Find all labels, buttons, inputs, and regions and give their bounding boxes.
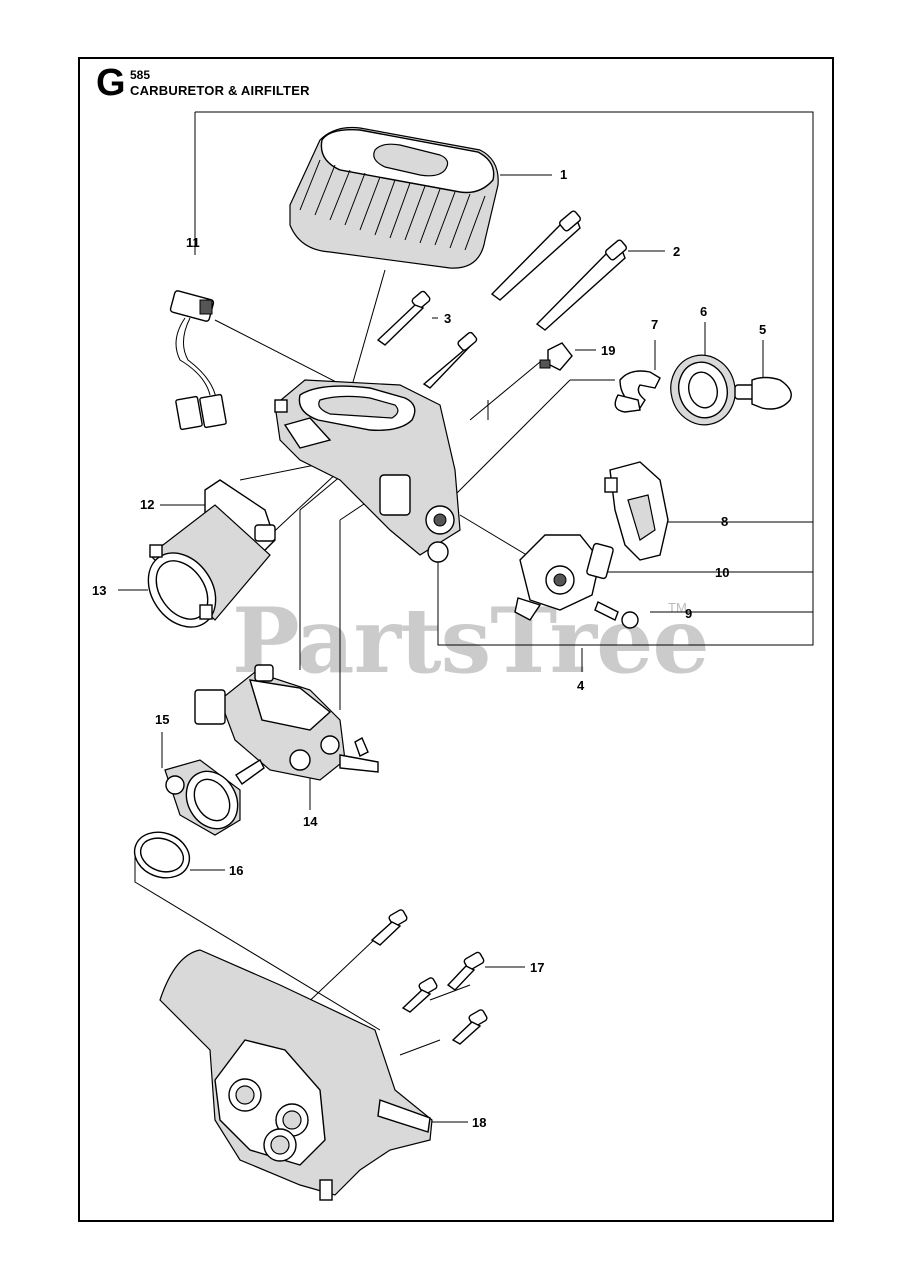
callout-6: 6 [700, 304, 708, 319]
diagram-frame [78, 57, 834, 1222]
part-carburetor [194, 664, 379, 781]
callout-4: 4 [577, 678, 585, 693]
part-intake-holder [274, 379, 461, 563]
callout-15: 15 [155, 712, 170, 727]
callout-7: 7 [651, 317, 659, 332]
callout-14: 14 [303, 814, 318, 829]
part-bowl-ring [670, 354, 736, 426]
callout-10: 10 [715, 565, 730, 580]
part-short-bolt [376, 290, 431, 346]
callout-5: 5 [759, 322, 767, 337]
section-letter: G [96, 62, 126, 104]
bracket-lines [194, 111, 814, 646]
part-screw [594, 601, 639, 629]
part-intake-hose [147, 504, 271, 628]
callout-16: 16 [229, 863, 244, 878]
callout-1: 1 [560, 167, 568, 182]
callout-17: 17 [530, 960, 545, 975]
callout-13: 13 [92, 583, 107, 598]
callout-2: 2 [673, 244, 681, 259]
callout-11: 11 [186, 235, 200, 250]
part-bolts-17 [370, 909, 488, 1045]
watermark: PartsTree [232, 588, 710, 694]
part-fitting [539, 342, 573, 371]
part-gasket [133, 831, 191, 879]
part-primer-bulb [734, 376, 792, 410]
callout-18: 18 [472, 1115, 487, 1130]
part-choke-plate [514, 534, 614, 621]
leader-lines [118, 174, 764, 1123]
part-hose [614, 370, 661, 413]
callout-12: 12 [140, 497, 155, 512]
part-sensor-cable [169, 290, 227, 431]
callout-19: 19 [601, 343, 616, 358]
part-lever-bracket [604, 461, 669, 561]
callout-9: 9 [685, 606, 693, 621]
part-base-housing [159, 949, 433, 1201]
part-air-filter [289, 126, 499, 269]
part-long-bolts [422, 210, 627, 389]
watermark-trademark: TM [668, 600, 687, 615]
diagram-title: CARBURETOR & AIRFILTER [130, 83, 310, 98]
callout-8: 8 [721, 514, 729, 529]
model-number: 585 [130, 68, 151, 82]
callout-3: 3 [444, 311, 452, 326]
part-throttle-body [164, 758, 265, 836]
